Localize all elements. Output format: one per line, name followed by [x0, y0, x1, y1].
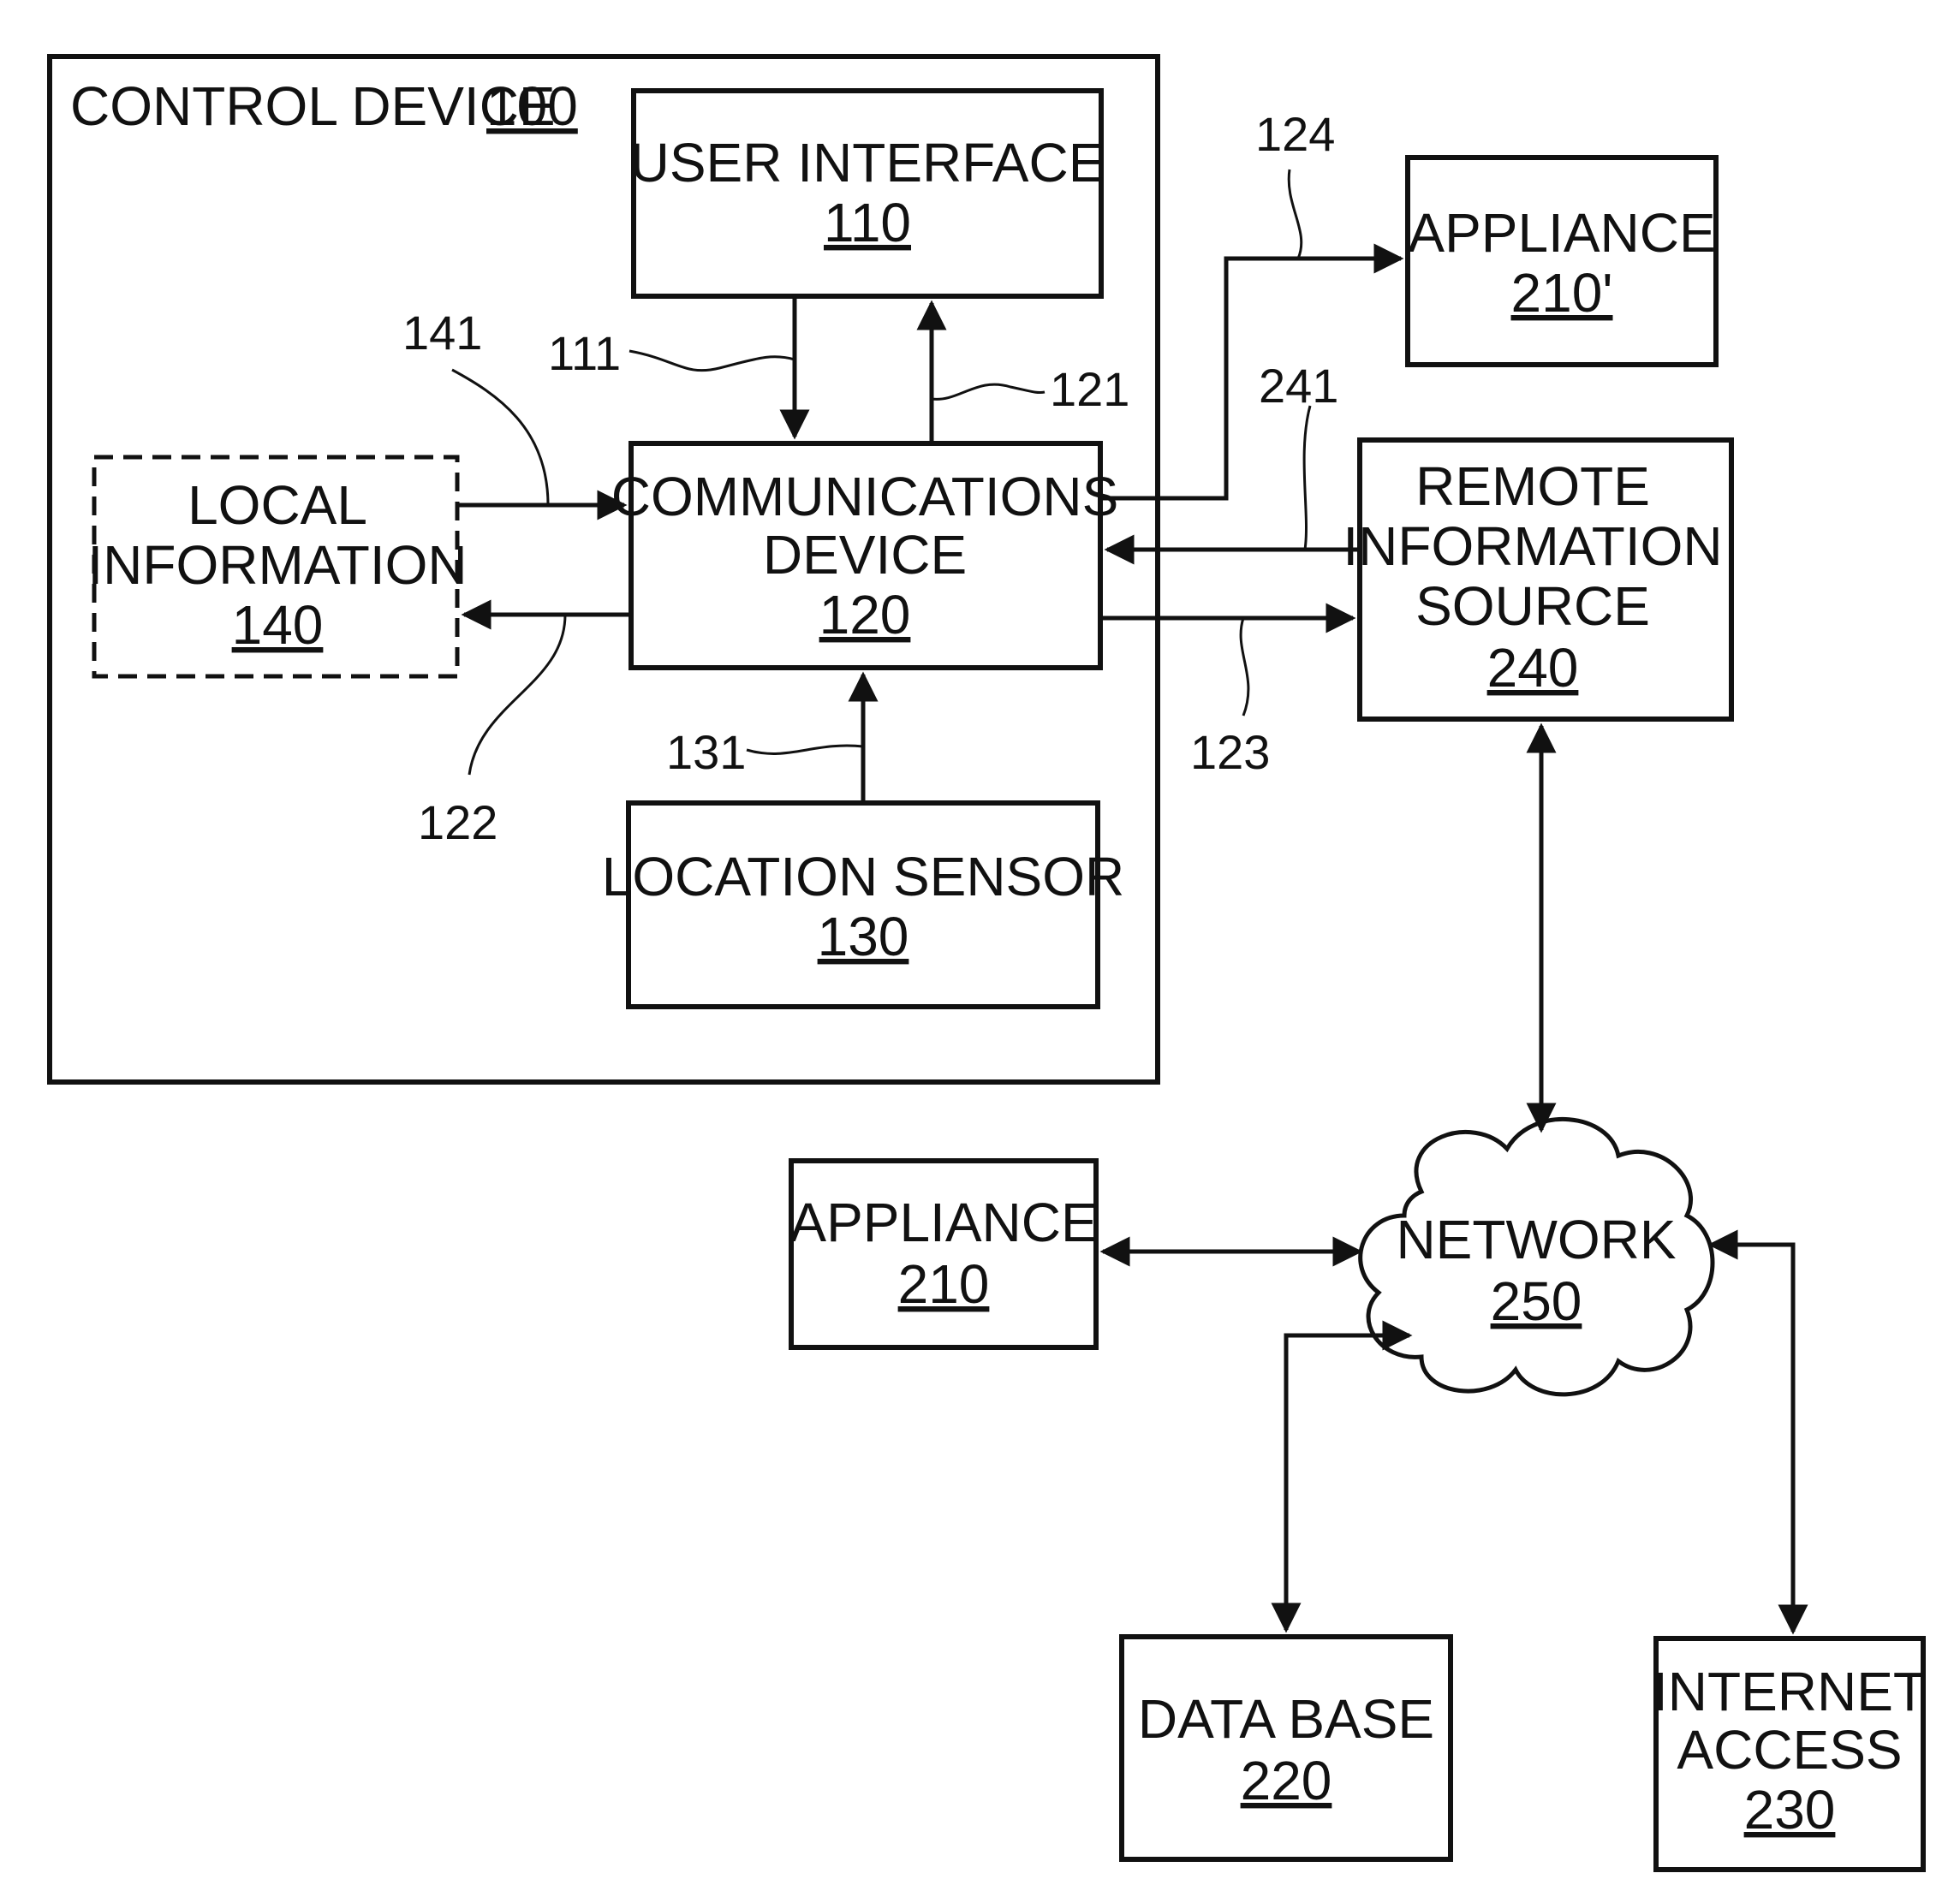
label-124: 124	[1255, 107, 1335, 161]
local-information-ref: 140	[232, 594, 324, 656]
remote-information-source-block: REMOTE INFORMATION SOURCE 240	[1343, 440, 1731, 719]
leader-241	[1304, 406, 1310, 550]
communications-device-line2: DEVICE	[763, 524, 967, 586]
arrow-124	[1100, 259, 1401, 498]
user-interface-ref: 110	[824, 192, 911, 253]
internet-access-ref: 230	[1744, 1779, 1836, 1840]
appliance-prime-block: APPLIANCE 210'	[1408, 158, 1716, 365]
user-interface-block: USER INTERFACE 110	[630, 91, 1105, 296]
network-cloud: NETWORK 250	[1361, 1119, 1713, 1394]
leader-122	[469, 615, 565, 775]
data-base-ref: 220	[1241, 1750, 1332, 1811]
location-sensor-ref: 130	[818, 906, 909, 967]
remote-information-line3: SOURCE	[1415, 575, 1650, 637]
label-141: 141	[402, 306, 482, 360]
communications-device-ref: 120	[819, 584, 911, 645]
location-sensor-label: LOCATION SENSOR	[602, 846, 1124, 907]
leader-141	[452, 370, 548, 505]
appliance-ref: 210	[898, 1253, 990, 1315]
appliance-prime-label: APPLIANCE	[1408, 202, 1715, 264]
communications-device-line1: COMMUNICATIONS	[611, 466, 1119, 527]
control-device-ref: 100	[486, 75, 578, 137]
data-base-label: DATA BASE	[1138, 1688, 1434, 1750]
local-information-block: LOCAL INFORMATION 140	[87, 457, 467, 676]
appliance-prime-ref: 210'	[1511, 262, 1613, 324]
leader-121	[932, 384, 1045, 399]
network-label: NETWORK	[1396, 1209, 1676, 1270]
arrow-internet-network	[1711, 1245, 1793, 1632]
arrow-database-network	[1286, 1335, 1409, 1630]
label-131: 131	[666, 725, 746, 779]
local-information-line2: INFORMATION	[87, 534, 467, 596]
leader-123	[1241, 618, 1248, 716]
internet-access-line1: INTERNET	[1653, 1661, 1927, 1722]
internet-access-line2: ACCESS	[1677, 1719, 1902, 1781]
label-122: 122	[418, 795, 497, 849]
user-interface-label: USER INTERFACE	[630, 132, 1105, 193]
leader-131	[747, 746, 863, 753]
internet-access-block: INTERNET ACCESS 230	[1653, 1638, 1927, 1870]
data-base-block: DATA BASE 220	[1122, 1637, 1451, 1859]
label-123: 123	[1190, 725, 1270, 779]
appliance-block: APPLIANCE 210	[789, 1161, 1097, 1347]
leader-111	[629, 351, 795, 371]
label-121: 121	[1050, 362, 1129, 416]
remote-information-ref: 240	[1487, 637, 1579, 699]
remote-information-line2: INFORMATION	[1343, 515, 1722, 577]
control-device-label: CONTROL DEVICE	[70, 75, 556, 137]
local-information-line1: LOCAL	[188, 474, 367, 536]
network-ref: 250	[1491, 1270, 1582, 1332]
leader-124	[1289, 169, 1302, 259]
remote-information-line1: REMOTE	[1415, 455, 1650, 517]
label-111: 111	[548, 326, 621, 380]
communications-device-block: COMMUNICATIONS DEVICE 120	[611, 443, 1119, 668]
label-241: 241	[1259, 359, 1338, 413]
appliance-label: APPLIANCE	[789, 1192, 1097, 1253]
location-sensor-block: LOCATION SENSOR 130	[602, 803, 1124, 1007]
